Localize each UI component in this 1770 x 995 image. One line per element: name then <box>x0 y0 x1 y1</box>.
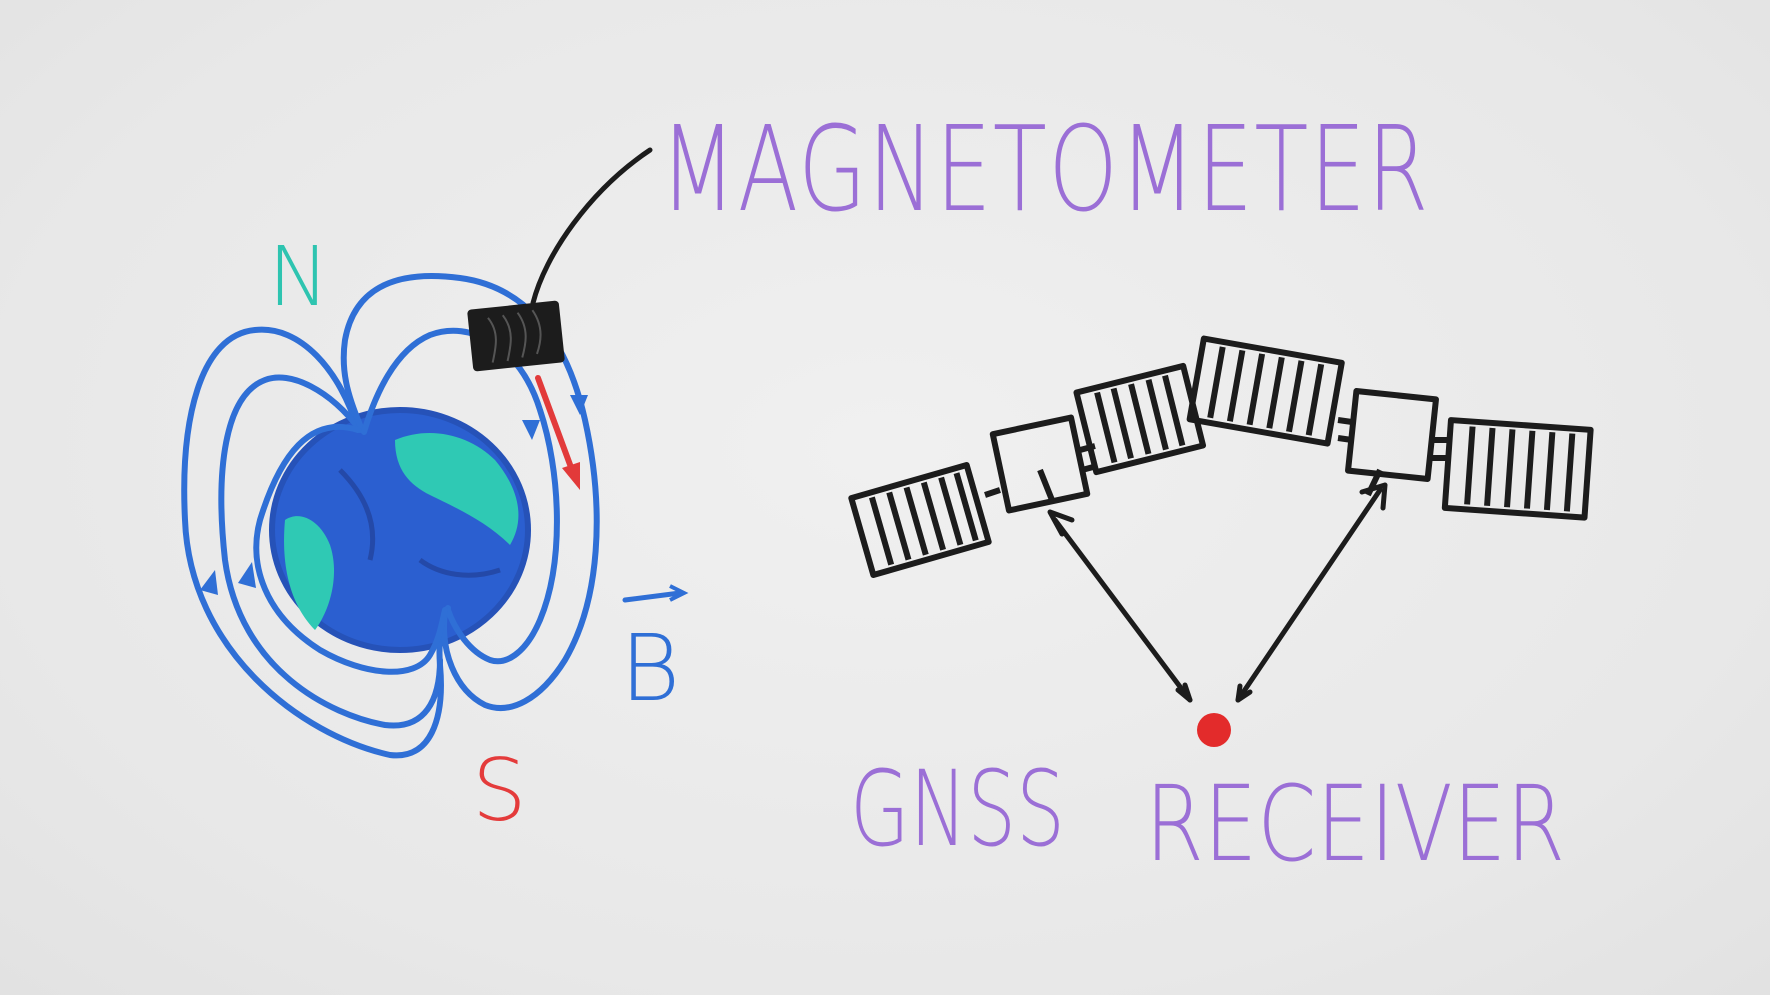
satellite-right <box>1186 335 1594 521</box>
satellite-left <box>848 362 1207 578</box>
gnss-satellites <box>848 335 1594 578</box>
earth-field-diagram: N S B <box>181 147 689 841</box>
magnetic-field-lines <box>181 273 600 759</box>
south-label: S <box>472 741 527 841</box>
receiver-label: RECEIVER <box>1145 763 1565 885</box>
magnetometer-pointer-line <box>530 147 653 306</box>
field-vector-label: B <box>620 584 689 722</box>
field-direction-arrows <box>200 395 588 595</box>
field-b-label: B <box>620 615 680 722</box>
gnss-signal-lines <box>1047 482 1388 703</box>
earth-globe <box>269 407 531 653</box>
signal-line-right <box>1235 487 1383 703</box>
gnss-receiver-dot <box>1197 713 1231 747</box>
magnetometer-title: MAGNETOMETER <box>660 100 1430 238</box>
signal-line-left <box>1052 517 1193 703</box>
magnetometer-sensor <box>467 147 653 372</box>
gnss-label: GNSS <box>850 748 1065 870</box>
measured-field-arrow <box>535 375 580 490</box>
north-label: N <box>268 230 329 325</box>
